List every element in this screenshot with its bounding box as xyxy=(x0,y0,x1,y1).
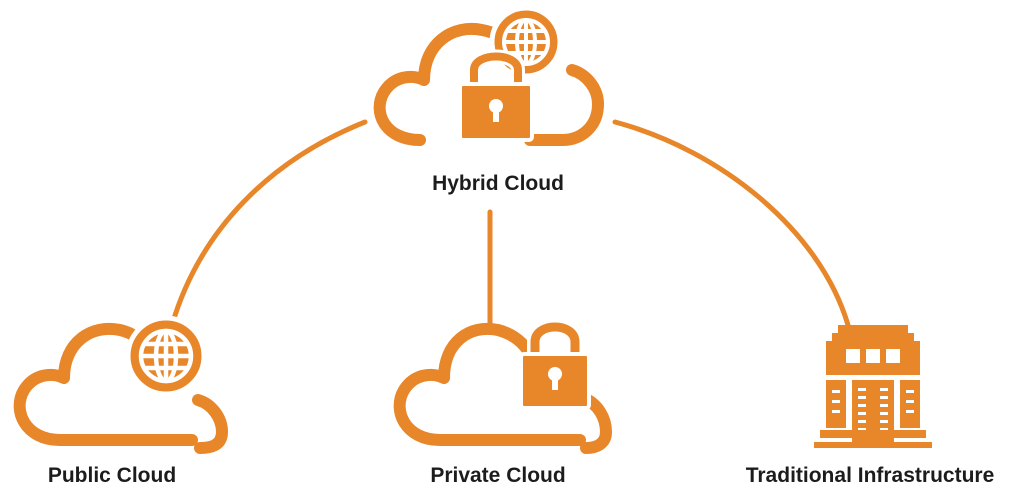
traditional-infrastructure-label: Traditional Infrastructure xyxy=(746,464,995,487)
public-cloud-label: Public Cloud xyxy=(48,464,176,487)
private-cloud-icon xyxy=(393,319,612,454)
private-cloud-label: Private Cloud xyxy=(430,464,565,487)
connector-hybrid-traditional xyxy=(612,119,851,328)
hybrid-cloud-label: Hybrid Cloud xyxy=(432,172,564,195)
public-cloud-icon xyxy=(13,315,228,454)
hybrid-cloud-icon xyxy=(373,5,604,146)
server-infrastructure-icon xyxy=(814,325,932,448)
connector-hybrid-public xyxy=(169,119,368,328)
